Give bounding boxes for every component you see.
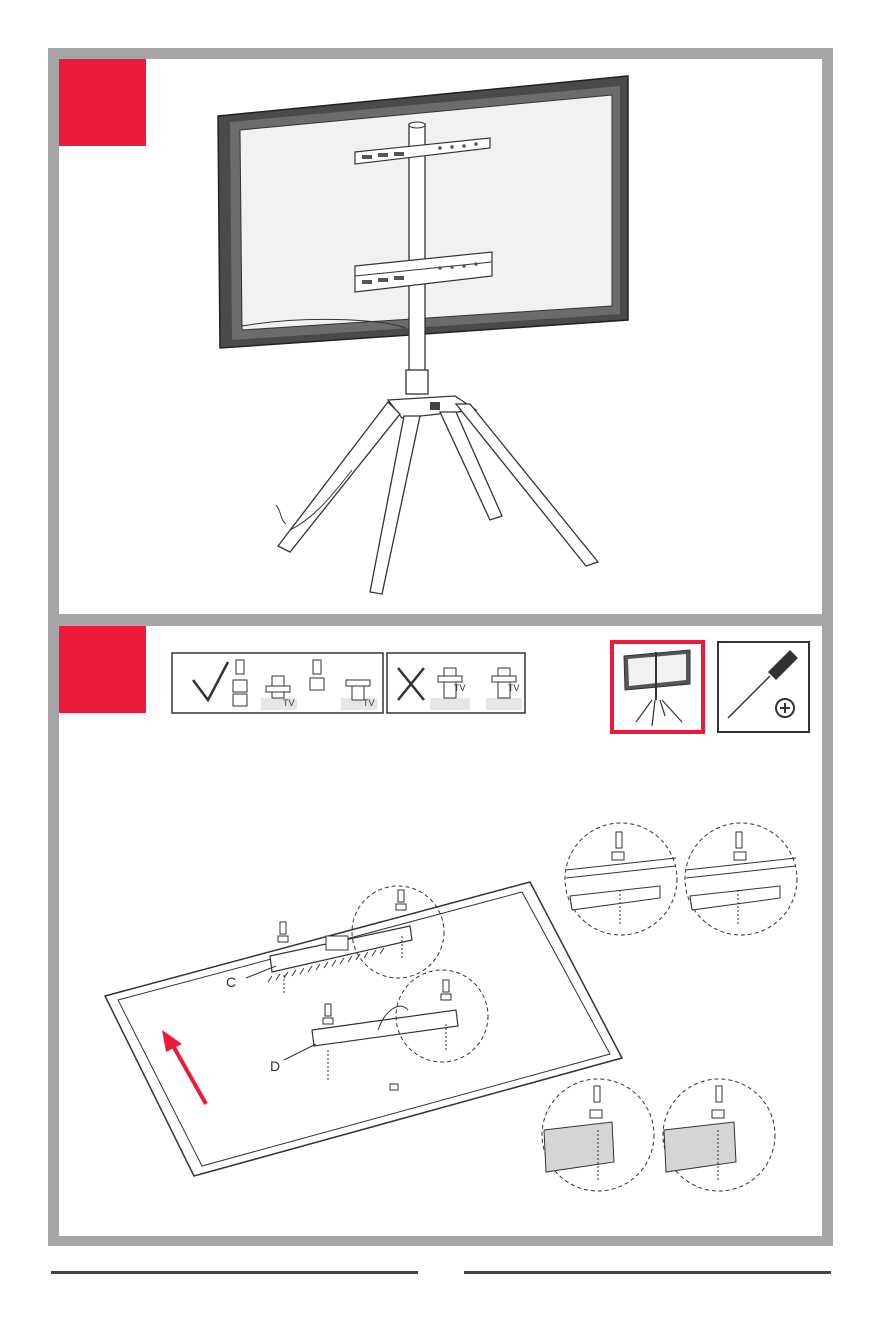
detail-circle-4 — [663, 1079, 775, 1191]
footer-rule-left — [51, 1271, 418, 1274]
tv-label-2: TV — [363, 698, 375, 708]
tv-label-1: TV — [283, 698, 295, 708]
part-d-label: D — [270, 1058, 280, 1074]
tv-label-3: TV — [454, 683, 466, 693]
phillips-head-icon — [776, 699, 794, 717]
part-c-label: C — [226, 974, 236, 990]
tv-label-4: TV — [508, 683, 520, 693]
detail-circle-3 — [542, 1079, 654, 1191]
footer-rule-right — [464, 1271, 831, 1274]
detail-circle-2 — [685, 823, 797, 935]
detail-circle-1 — [565, 823, 677, 935]
